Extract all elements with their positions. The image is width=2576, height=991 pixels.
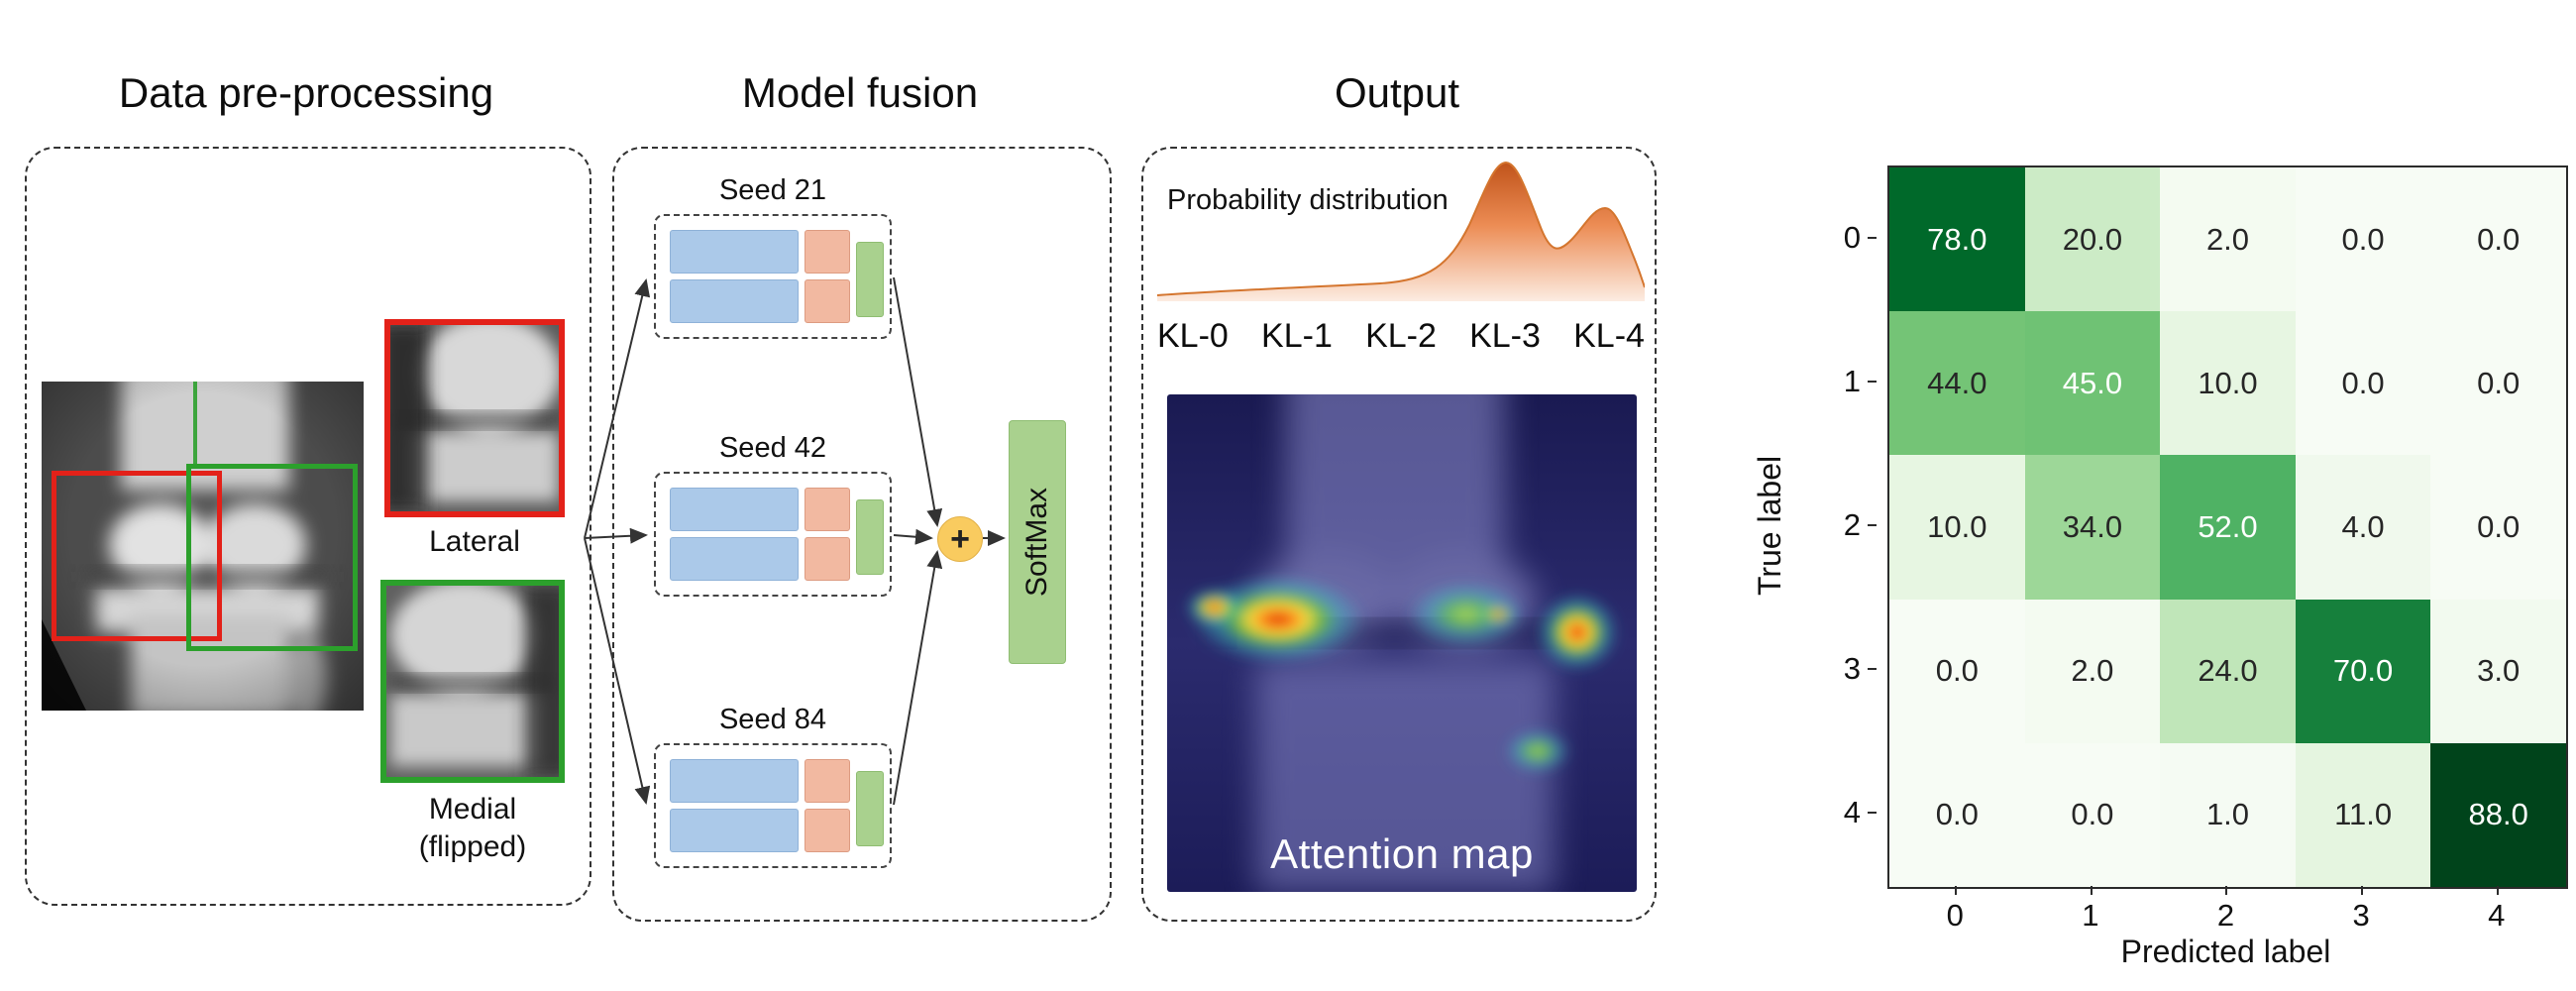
seed-21-label: Seed 21 bbox=[718, 174, 827, 206]
matrix-cell: 78.0 bbox=[1889, 167, 2025, 312]
x-tick-label: 3 bbox=[2294, 886, 2429, 934]
matrix-cell: 34.0 bbox=[2024, 455, 2161, 600]
matrix-cell: 52.0 bbox=[2160, 455, 2296, 600]
probability-distribution-label: Probability distribution bbox=[1167, 184, 1449, 216]
matrix-cell: 0.0 bbox=[2430, 311, 2566, 456]
attention-map-image bbox=[1167, 394, 1637, 892]
seed-21-model bbox=[654, 214, 892, 339]
medial-crop-image bbox=[380, 580, 565, 783]
lateral-roi-box bbox=[51, 470, 222, 642]
matrix-cell: 3.0 bbox=[2430, 599, 2566, 743]
blue-layer-block bbox=[670, 759, 799, 803]
y-tick-label: 4 bbox=[1813, 741, 1877, 885]
blue-layer-block bbox=[670, 809, 799, 852]
green-layer-block bbox=[856, 771, 884, 846]
blue-layer-block bbox=[670, 230, 799, 274]
orange-layer-block bbox=[805, 809, 850, 852]
blue-layer-block bbox=[670, 537, 799, 581]
y-tick-label: 0 bbox=[1813, 165, 1877, 309]
matrix-cell: 10.0 bbox=[1889, 455, 2025, 600]
medial-roi-box bbox=[186, 464, 358, 652]
knee-xray-image bbox=[42, 382, 364, 711]
matrix-cell: 24.0 bbox=[2160, 599, 2296, 743]
matrix-cell: 0.0 bbox=[2024, 742, 2161, 887]
matrix-cell: 0.0 bbox=[1889, 742, 2025, 887]
sum-node: + bbox=[937, 516, 983, 562]
kl-tick-label: KL-0 bbox=[1157, 317, 1229, 355]
x-axis-label: Predicted label bbox=[2120, 934, 2331, 969]
orange-layer-block bbox=[805, 759, 850, 803]
output-panel bbox=[1141, 147, 1657, 922]
medial-caption: Medial (flipped) bbox=[418, 793, 527, 863]
y-tick-label: 1 bbox=[1813, 309, 1877, 453]
seed-42-label: Seed 42 bbox=[718, 432, 827, 464]
orange-layer-block bbox=[805, 230, 850, 274]
matrix-cell: 70.0 bbox=[2295, 599, 2431, 743]
orange-layer-block bbox=[805, 488, 850, 531]
x-tick-label: 0 bbox=[1887, 886, 2023, 934]
softmax-block: SoftMax bbox=[1009, 420, 1066, 664]
kl-tick-label: KL-1 bbox=[1261, 317, 1333, 355]
probability-distribution-curve bbox=[1157, 161, 1645, 301]
x-tick-label: 2 bbox=[2158, 886, 2294, 934]
matrix-cell: 10.0 bbox=[2160, 311, 2296, 456]
orange-layer-block bbox=[805, 279, 850, 323]
matrix-cell: 44.0 bbox=[1889, 311, 2025, 456]
matrix-cell: 11.0 bbox=[2295, 742, 2431, 887]
matrix-cell: 88.0 bbox=[2430, 742, 2566, 887]
orange-layer-block bbox=[805, 537, 850, 581]
lateral-crop-image bbox=[384, 319, 565, 517]
attention-map-caption: Attention map bbox=[1270, 830, 1534, 877]
y-axis-label: True label bbox=[1752, 455, 1787, 596]
kl-tick-label: KL-2 bbox=[1365, 317, 1437, 355]
kl-tick-label: KL-4 bbox=[1573, 317, 1645, 355]
lateral-caption: Lateral bbox=[429, 525, 520, 558]
seed-84-model bbox=[654, 743, 892, 868]
x-tick-label: 1 bbox=[2023, 886, 2159, 934]
preprocessing-title: Data pre-processing bbox=[118, 69, 494, 116]
green-layer-block bbox=[856, 242, 884, 317]
matrix-cell: 1.0 bbox=[2160, 742, 2296, 887]
matrix-cell: 0.0 bbox=[2295, 311, 2431, 456]
x-tick-label: 4 bbox=[2428, 886, 2564, 934]
matrix-cell: 4.0 bbox=[2295, 455, 2431, 600]
kl-grade-axis: KL-0 KL-1 KL-2 KL-3 KL-4 bbox=[1157, 317, 1645, 356]
y-tick-label: 3 bbox=[1813, 598, 1877, 741]
green-layer-block bbox=[856, 499, 884, 575]
y-tick-label: 2 bbox=[1813, 453, 1877, 597]
seed-42-model bbox=[654, 472, 892, 597]
fusion-title: Model fusion bbox=[741, 69, 979, 116]
matrix-cell: 2.0 bbox=[2024, 599, 2161, 743]
matrix-cell: 0.0 bbox=[1889, 599, 2025, 743]
matrix-cell: 0.0 bbox=[2295, 167, 2431, 312]
blue-layer-block bbox=[670, 279, 799, 323]
kl-tick-label: KL-3 bbox=[1469, 317, 1541, 355]
matrix-cell: 45.0 bbox=[2024, 311, 2161, 456]
matrix-cell: 2.0 bbox=[2160, 167, 2296, 312]
matrix-cell: 0.0 bbox=[2430, 167, 2566, 312]
seed-84-label: Seed 84 bbox=[718, 704, 827, 735]
matrix-cell: 0.0 bbox=[2430, 455, 2566, 600]
center-split-line bbox=[192, 382, 197, 464]
output-title: Output bbox=[1334, 69, 1460, 116]
matrix-cell: 20.0 bbox=[2024, 167, 2161, 312]
blue-layer-block bbox=[670, 488, 799, 531]
